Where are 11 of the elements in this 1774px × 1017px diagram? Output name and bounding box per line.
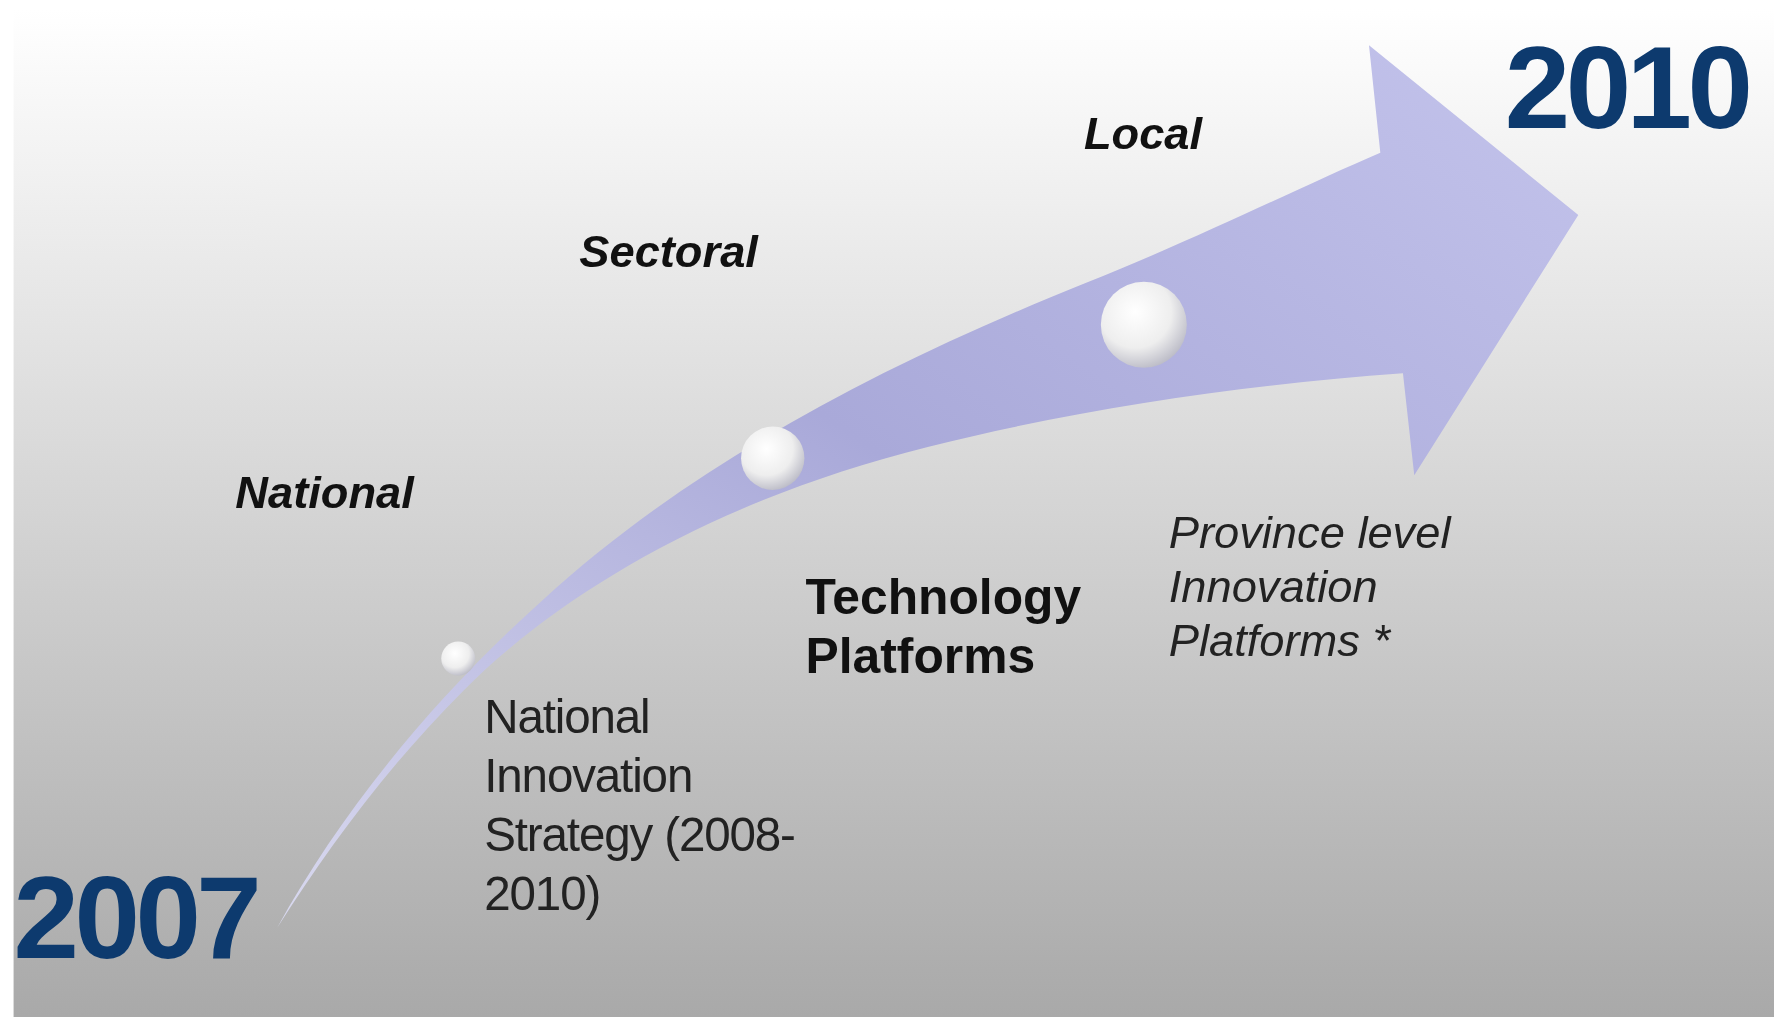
milestone-description: Technology Platforms xyxy=(805,568,1083,686)
milestone-dot xyxy=(741,426,805,490)
level-heading: National xyxy=(235,467,414,519)
milestone-dot xyxy=(1100,281,1187,368)
year-label: 2010 xyxy=(1504,20,1749,155)
milestone-description: Province level Innovation Platforms * xyxy=(1168,505,1453,668)
year-label: 2007 xyxy=(13,850,258,986)
level-heading: Local xyxy=(1083,108,1203,160)
milestone-description: National Innovation Strategy (2008-2010) xyxy=(484,689,796,922)
level-heading: Sectoral xyxy=(579,226,758,278)
milestone-dot xyxy=(441,641,476,676)
